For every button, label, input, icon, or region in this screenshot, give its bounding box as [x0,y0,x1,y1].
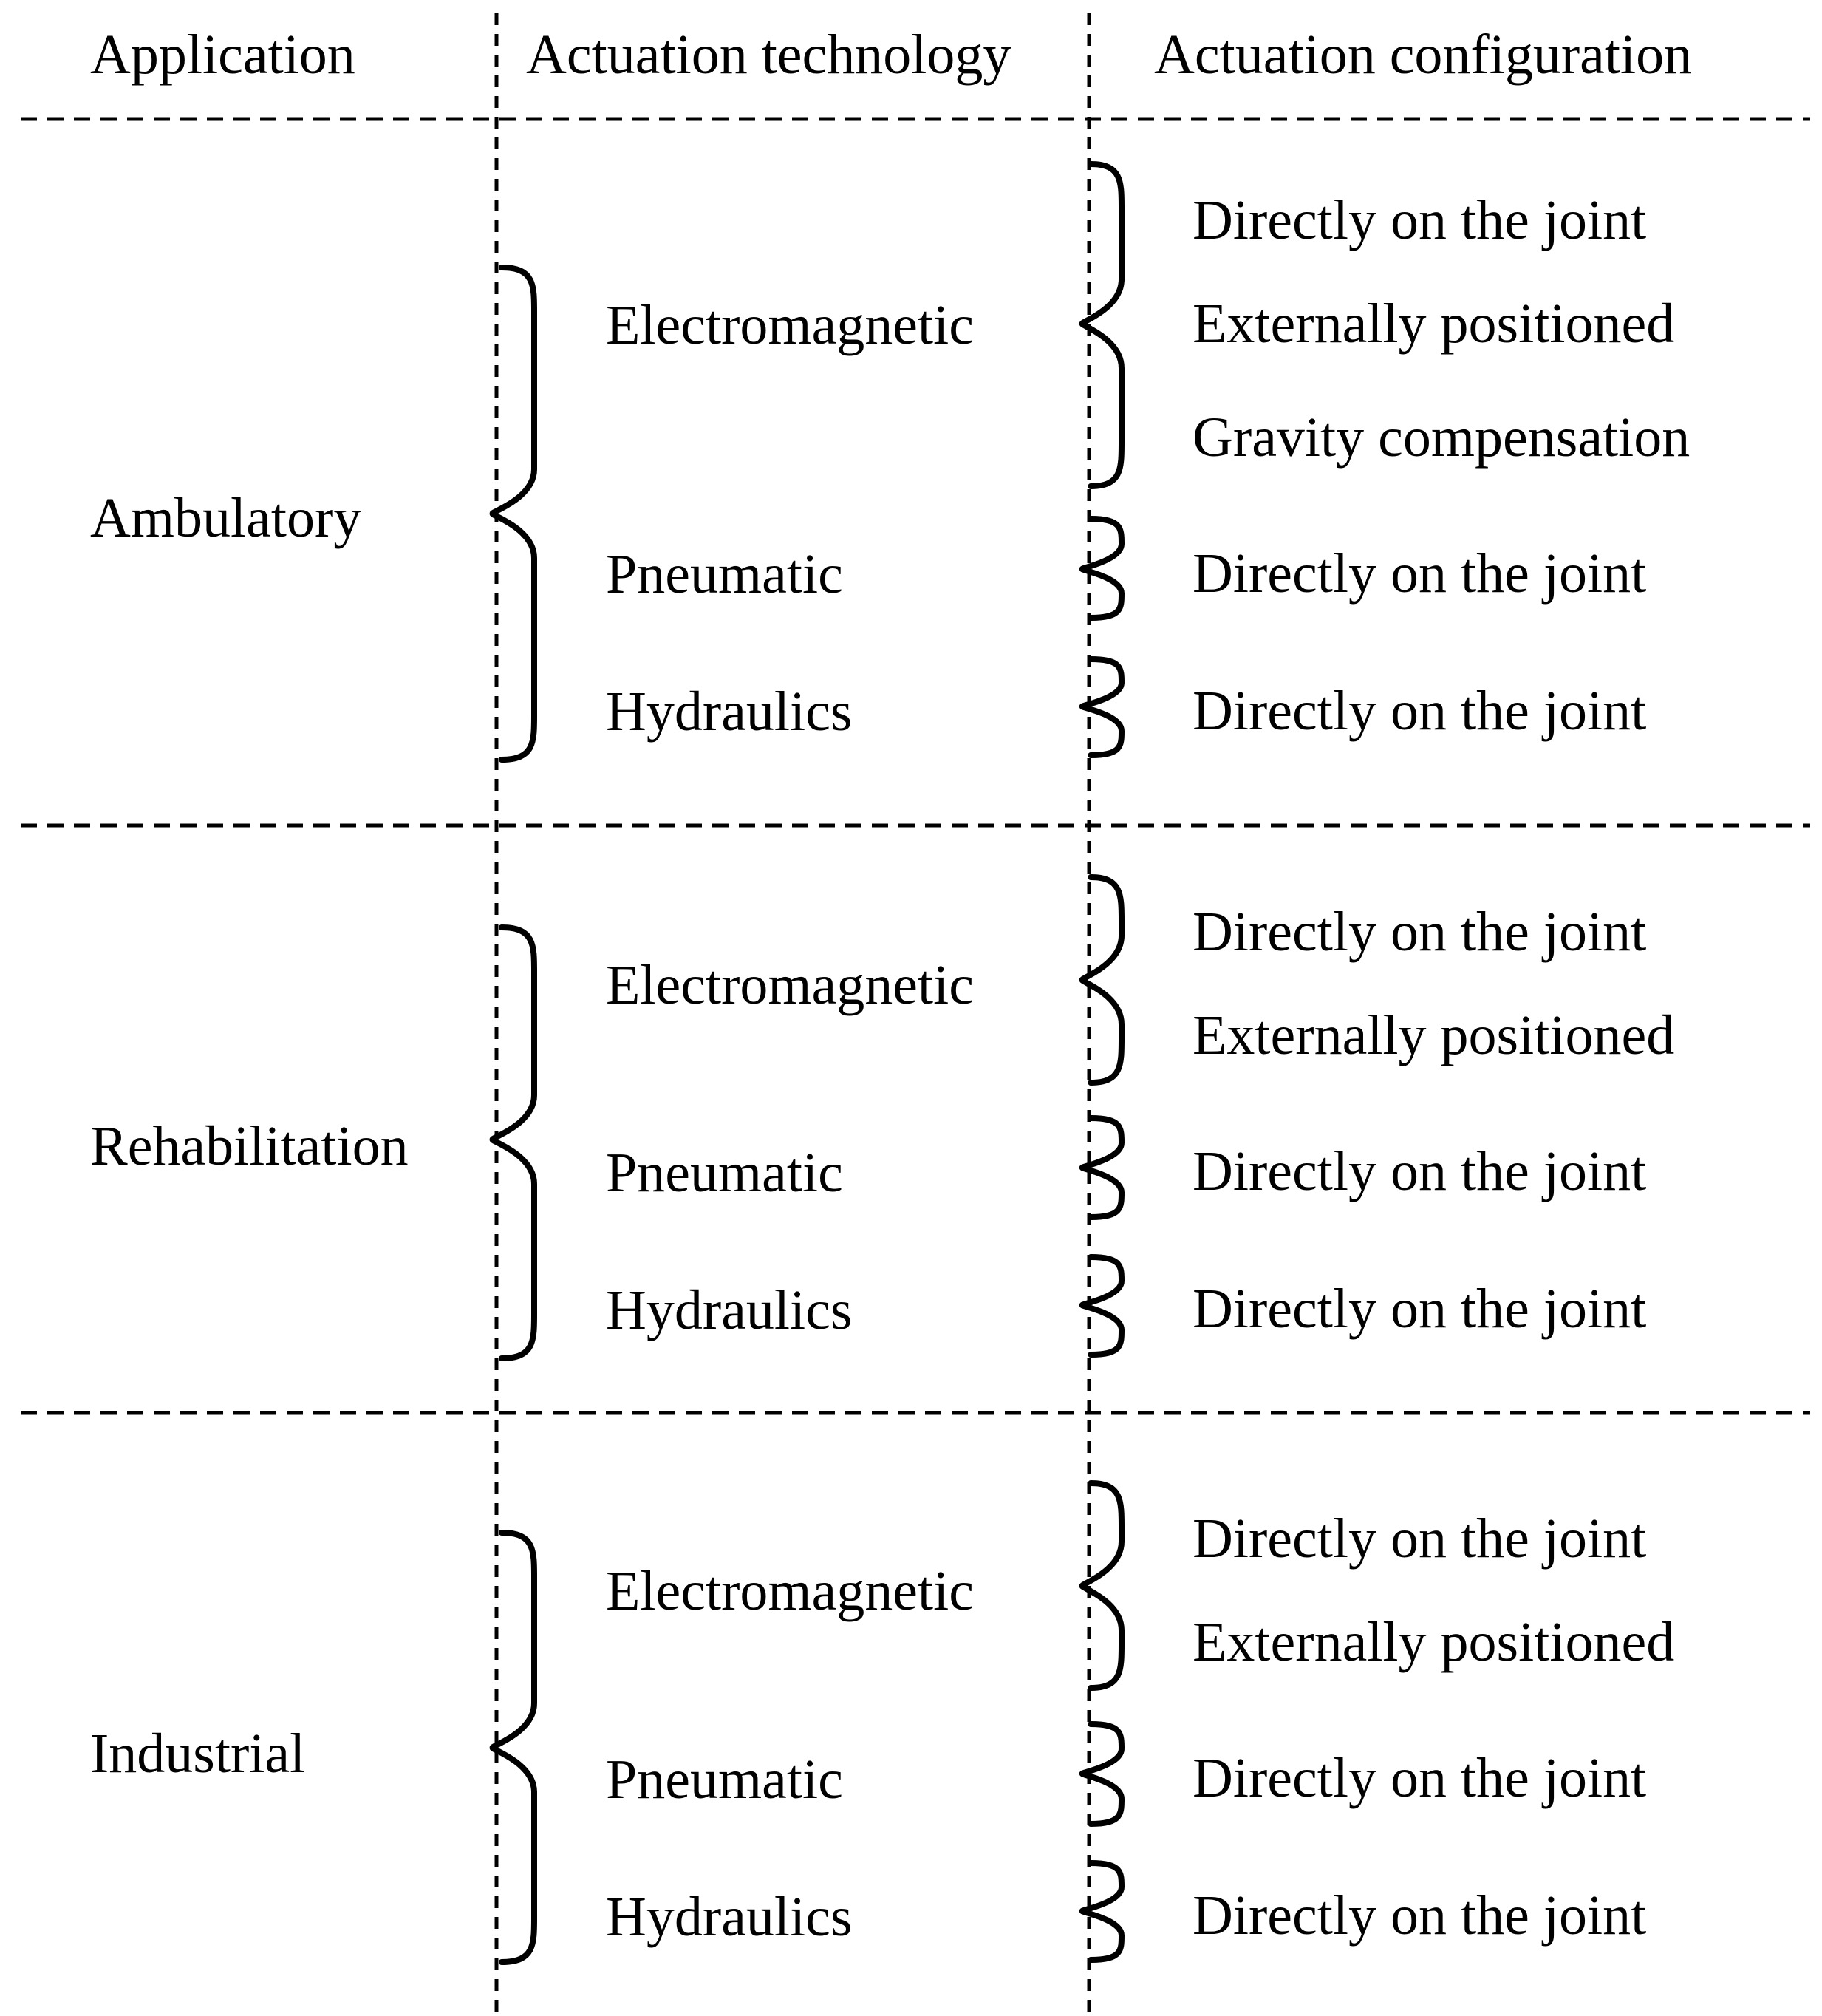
technology-label: Hydraulics [606,1886,853,1948]
configuration-label: Directly on the joint [1193,680,1647,742]
application-label: Ambulatory [90,487,362,549]
configuration-label: Externally positioned [1193,293,1675,355]
technology-label: Electromagnetic [606,1560,974,1622]
configuration-label: Externally positioned [1193,1004,1675,1066]
configuration-label: Directly on the joint [1193,1278,1647,1340]
configuration-label: Directly on the joint [1193,542,1647,605]
application-label: Rehabilitation [90,1115,409,1177]
configuration-label: Directly on the joint [1193,901,1647,963]
header-application: Application [90,24,355,86]
configuration-label: Externally positioned [1193,1611,1675,1673]
configuration-label: Gravity compensation [1193,406,1690,469]
configuration-label: Directly on the joint [1193,1508,1647,1570]
header-configuration: Actuation configuration [1154,24,1693,86]
technology-label: Electromagnetic [606,954,974,1016]
technology-label: Hydraulics [606,1279,853,1341]
configuration-label: Directly on the joint [1193,189,1647,251]
technology-label: Electromagnetic [606,294,974,356]
technology-label: Pneumatic [606,1142,843,1204]
configuration-label: Directly on the joint [1193,1884,1647,1947]
technology-label: Hydraulics [606,681,853,743]
configuration-label: Directly on the joint [1193,1140,1647,1202]
application-label: Industrial [90,1723,306,1785]
configuration-label: Directly on the joint [1193,1747,1647,1809]
technology-label: Pneumatic [606,543,843,605]
technology-label: Pneumatic [606,1748,843,1811]
header-technology: Actuation technology [526,24,1011,86]
